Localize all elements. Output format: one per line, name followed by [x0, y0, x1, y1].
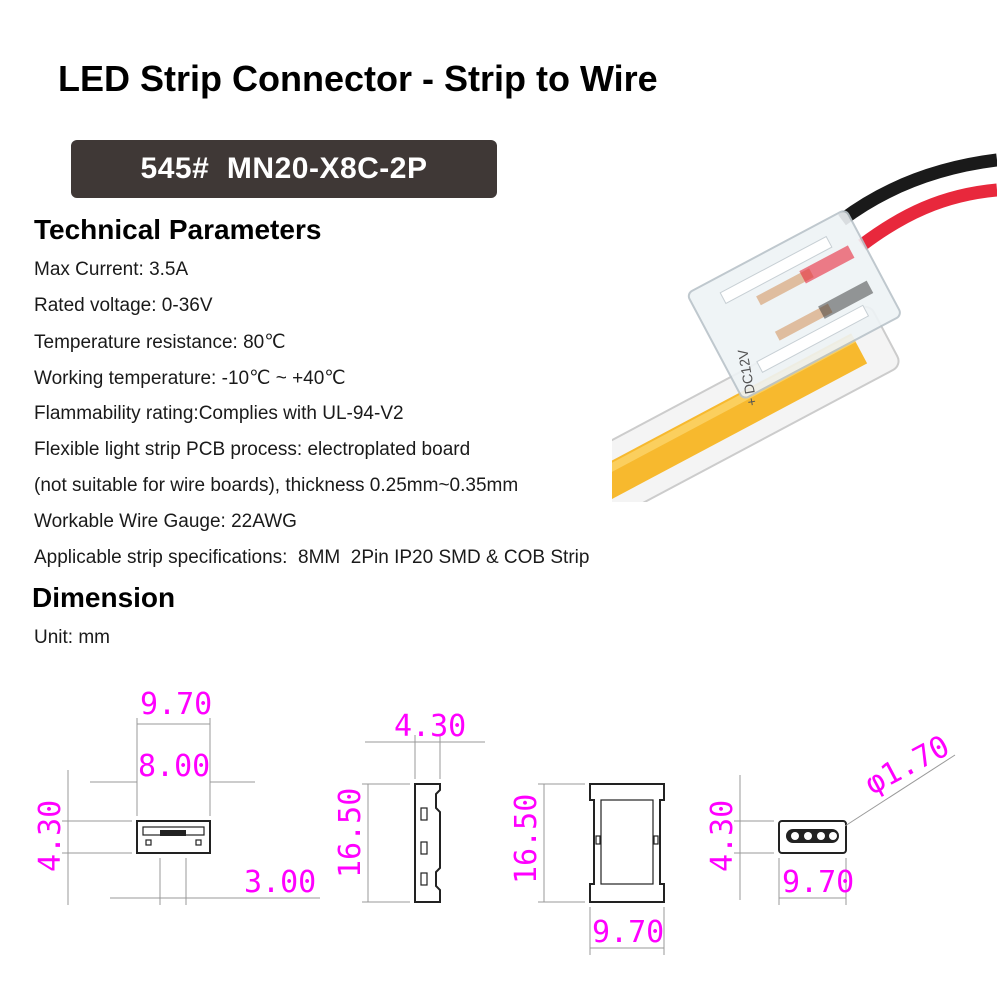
- front-view-drawing: 9.70 8.00 4.30 3.00: [33, 687, 320, 905]
- side-width-label: 4.30: [394, 709, 466, 744]
- param-rated-voltage: Rated voltage: 0-36V: [34, 295, 213, 316]
- black-wire: [838, 153, 997, 226]
- side-view-drawing: 4.30 16.50: [333, 709, 485, 903]
- param-wire-gauge: Workable Wire Gauge: 22AWG: [34, 511, 297, 532]
- model-badge: 545# MN20-X8C-2P: [71, 140, 497, 198]
- param-max-current: Max Current: 3.5A: [34, 259, 189, 280]
- page-title: LED Strip Connector - Strip to Wire: [58, 58, 658, 99]
- unit-label: Unit: mm: [34, 627, 110, 648]
- model-number: 545# MN20-X8C-2P: [140, 152, 428, 185]
- front-view-body: [136, 820, 211, 854]
- front-offset-label: 3.00: [244, 865, 316, 900]
- product-photo: + DC12V: [612, 153, 997, 502]
- param-flammability: Flammability rating:Complies with UL-94-…: [34, 403, 404, 424]
- dimension-drawings: 9.70 8.00 4.30 3.00 4.30 16.50: [33, 687, 955, 955]
- front-inner-label: 8.00: [138, 749, 210, 784]
- red-wire: [858, 183, 997, 251]
- cob-strip-phosphor: [612, 333, 868, 502]
- top-view-drawing: 16.50 9.70: [509, 783, 665, 955]
- front-width-label: 9.70: [140, 687, 212, 722]
- technical-parameters-heading: Technical Parameters: [34, 214, 322, 245]
- end-width-label: 9.70: [782, 865, 854, 900]
- param-strip-spec: Applicable strip specifications: 8MM 2Pi…: [34, 547, 590, 568]
- param-working-temperature: Working temperature: -10℃ ~ +40℃: [34, 368, 346, 389]
- top-width-label: 9.70: [592, 915, 664, 950]
- end-view-drawing: 4.30 9.70 φ1.70: [705, 729, 955, 905]
- param-pcb-process: Flexible light strip PCB process: electr…: [34, 439, 471, 460]
- top-view-body: [589, 783, 665, 903]
- param-pcb-thickness: (not suitable for wire boards), thicknes…: [34, 475, 519, 496]
- front-height-label: 4.30: [33, 800, 68, 872]
- side-height-label: 16.50: [333, 788, 368, 878]
- dimension-heading: Dimension: [32, 582, 176, 613]
- param-temperature-resistance: Temperature resistance: 80℃: [34, 332, 286, 353]
- end-height-label: 4.30: [705, 800, 740, 872]
- top-height-label: 16.50: [509, 794, 544, 884]
- end-hole-label: φ1.70: [859, 729, 955, 802]
